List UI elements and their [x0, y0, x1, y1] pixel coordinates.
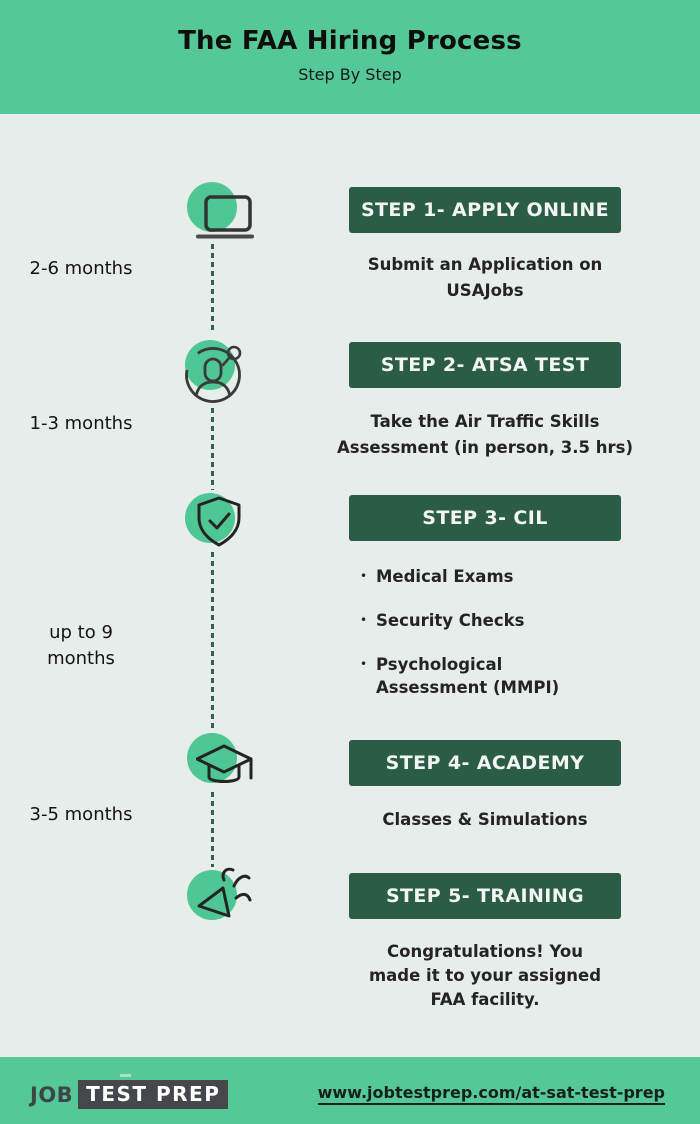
step-duration: 1-3 months — [29, 413, 133, 434]
logo-testprep-box: TEST PREP — [78, 1080, 229, 1109]
graduation-cap-icon — [196, 744, 258, 790]
step-bullet-list: • Medical Exams • Security Checks • Psyc… — [360, 565, 610, 720]
timeline-connector — [211, 244, 214, 334]
list-item: • Psychological Assessment (MMPI) — [360, 653, 610, 699]
step-description: Congratulations! You made it to your ass… — [368, 942, 602, 1009]
step-banner: STEP 5- TRAINING — [349, 873, 621, 919]
bullet-label: Psychological Assessment (MMPI) — [376, 655, 560, 697]
step-duration: up to 9 months — [47, 622, 115, 669]
list-item: • Security Checks — [360, 609, 610, 632]
step-banner: STEP 1- APPLY ONLINE — [349, 187, 621, 233]
logo-accent-mark — [120, 1074, 131, 1077]
bullet-label: Medical Exams — [376, 567, 514, 586]
shield-check-icon — [193, 496, 245, 548]
timeline-connector — [211, 408, 214, 490]
step-banner: STEP 2- ATSA TEST — [349, 342, 621, 388]
bullet-dot: • — [360, 569, 368, 583]
step-description: Take the Air Traffic Skills Assessment (… — [337, 412, 633, 457]
laptop-icon — [196, 195, 254, 241]
step-duration: 2-6 months — [29, 258, 133, 279]
step-description: Submit an Application on USAJobs — [367, 255, 603, 300]
step-icon-circle — [187, 733, 237, 783]
logo-job-text: JOB — [30, 1082, 74, 1107]
website-link[interactable]: www.jobtestprep.com/at-sat-test-prep — [317, 1083, 665, 1105]
bullet-dot: • — [360, 657, 368, 671]
bullet-dot: • — [360, 613, 368, 627]
party-popper-icon — [188, 866, 252, 924]
timeline-connector — [211, 792, 214, 867]
step-description: Classes & Simulations — [382, 810, 588, 829]
list-item: • Medical Exams — [360, 565, 610, 588]
page-subtitle: Step By Step — [298, 65, 402, 84]
step-banner: STEP 4- ACADEMY — [349, 740, 621, 786]
bullet-label: Security Checks — [376, 611, 525, 630]
header-banner: The FAA Hiring Process Step By Step — [0, 0, 700, 114]
page-title: The FAA Hiring Process — [178, 26, 522, 56]
jobtestprep-logo[interactable]: JOB TEST PREP — [30, 1080, 229, 1109]
step-banner: STEP 3- CIL — [349, 495, 621, 541]
step-icon-circle — [187, 182, 237, 232]
person-search-icon — [183, 344, 247, 408]
timeline-connector — [211, 552, 214, 730]
step-duration: 3-5 months — [29, 804, 133, 825]
